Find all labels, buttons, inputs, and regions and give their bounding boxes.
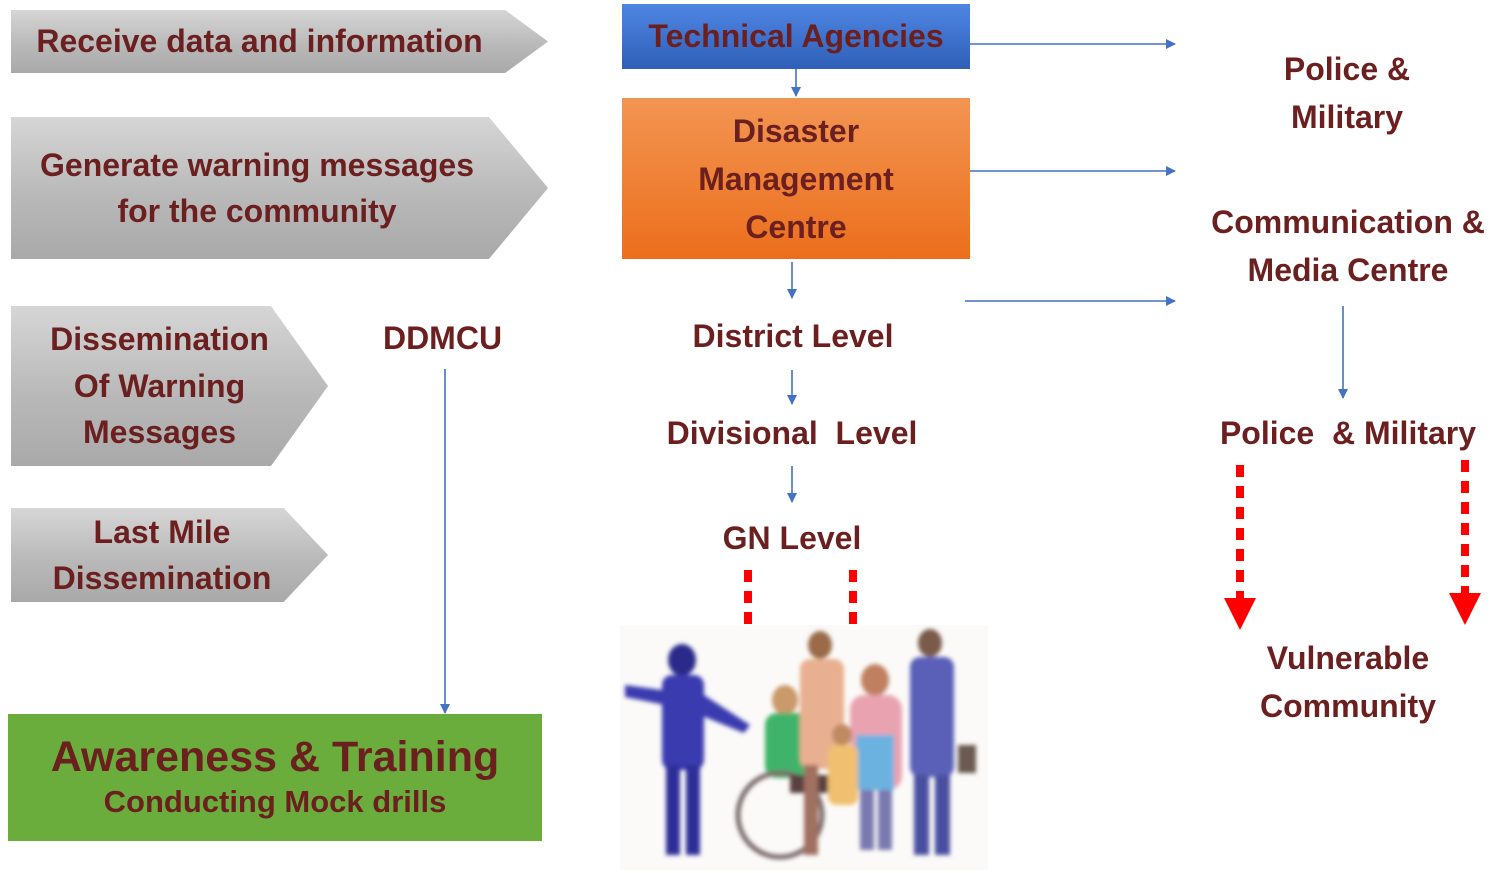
stage-generate-warnings: Generate warning messages for the commun… bbox=[11, 117, 548, 259]
technical-agencies-box: Technical Agencies bbox=[622, 4, 970, 69]
red-arrowhead bbox=[1449, 593, 1481, 625]
stage-dissemination: Dissemination Of Warning Messages bbox=[11, 306, 328, 466]
stage-label: Generate warning messages for the commun… bbox=[40, 146, 474, 229]
stage-last-mile: Last Mile Dissemination bbox=[11, 508, 328, 602]
red-arrowhead bbox=[1224, 598, 1256, 630]
ddmcu-label: DDMCU bbox=[382, 320, 503, 356]
technical-agencies-label: Technical Agencies bbox=[648, 18, 944, 54]
stage-label: Last Mile Dissemination bbox=[52, 513, 272, 596]
dmc-label: Disaster Management Centre bbox=[698, 112, 894, 245]
stage-label: Dissemination Of Warning Messages bbox=[50, 321, 269, 451]
awareness-title: Awareness & Training bbox=[50, 732, 500, 781]
stage-receive-data: Receive data and information bbox=[11, 10, 548, 73]
communication-media-centre-label: Communication & Media Centre bbox=[1211, 204, 1485, 288]
people-group-image bbox=[620, 625, 988, 870]
divisional-level-label: Divisional Level bbox=[666, 415, 918, 451]
district-level-label: District Level bbox=[692, 318, 894, 354]
dmc-box: Disaster Management Centre bbox=[622, 98, 970, 259]
gn-level-label: GN Level bbox=[722, 520, 862, 556]
awareness-subtitle: Conducting Mock drills bbox=[103, 784, 447, 820]
stage-label: Receive data and information bbox=[36, 23, 483, 60]
vulnerable-community-label: Vulnerable Community bbox=[1260, 640, 1436, 724]
police-military-label: Police & Military bbox=[1219, 415, 1477, 451]
police-military-top-label: Police & Military bbox=[1283, 51, 1411, 135]
awareness-training-box: Awareness & Training Conducting Mock dri… bbox=[8, 714, 542, 841]
